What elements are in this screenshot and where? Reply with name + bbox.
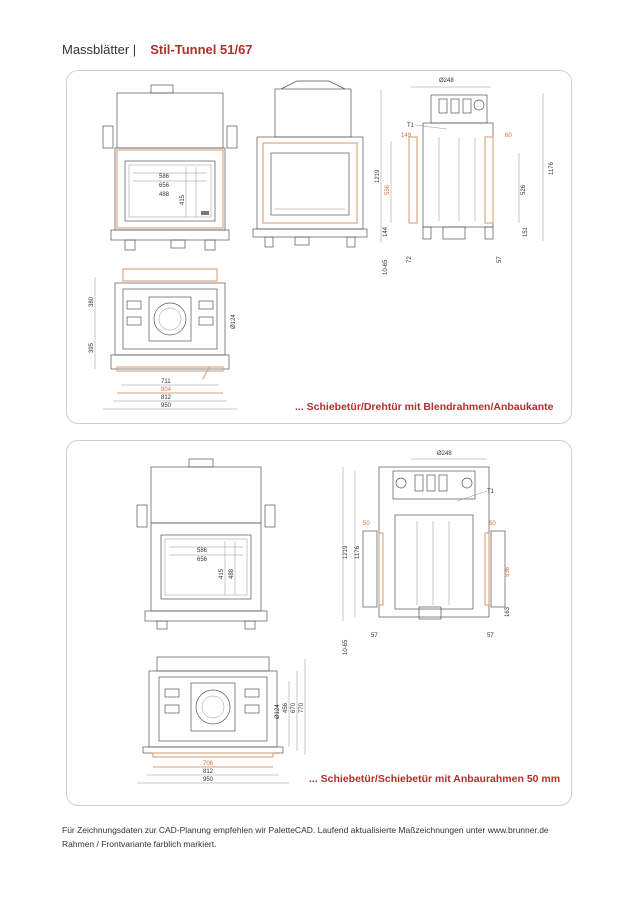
panel2-caption: ... Schiebetür/Schiebetür mit Anbaurahme… xyxy=(309,773,561,785)
dim-456: 456 xyxy=(283,702,289,713)
footer-line-1: Für Zeichnungsdaten zur CAD-Planung empf… xyxy=(62,825,549,835)
dim-10-65-b: 10-65 xyxy=(343,639,349,655)
dim-670: 670 xyxy=(291,702,297,713)
dim-556: 556 xyxy=(385,184,391,195)
dim-536: 536 xyxy=(505,566,511,577)
dim-656-b: 656 xyxy=(197,557,208,563)
dim-770: 770 xyxy=(299,702,305,713)
dim-950: 950 xyxy=(161,403,172,409)
dim-812: 812 xyxy=(161,395,172,401)
dim-526: 526 xyxy=(521,184,527,195)
dim-149: 149 xyxy=(401,133,412,139)
dim-586-b: 586 xyxy=(197,548,208,554)
dim-163: 163 xyxy=(505,606,511,617)
dim-50-left: 50 xyxy=(363,521,370,527)
dim-415: 415 xyxy=(180,194,186,205)
dim-d124-b: Ø124 xyxy=(275,704,281,719)
dim-1219-b: 1219 xyxy=(343,545,349,559)
dim-57-left: 57 xyxy=(371,633,378,639)
side-view-1: Ø248 T1 149 60 1219 556 1176 xyxy=(375,78,555,275)
dim-950-b: 950 xyxy=(203,777,214,783)
dim-1219: 1219 xyxy=(375,169,381,183)
dim-57: 57 xyxy=(497,256,503,263)
dim-57-right: 57 xyxy=(487,633,494,639)
dim-10-65: 10-65 xyxy=(383,259,389,275)
drawing-panel-blendrahmen: 586 656 488 415 Ø248 T1 xyxy=(66,70,572,424)
dim-488: 488 xyxy=(159,192,170,198)
dim-1176: 1176 xyxy=(549,161,555,175)
front-view-2: 586 656 415 488 xyxy=(136,458,276,630)
dim-656: 656 xyxy=(159,183,170,189)
panel1-caption: ... Schiebetür/Drehtür mit Blendrahmen/A… xyxy=(295,401,554,413)
label-t1: T1 xyxy=(407,123,415,129)
dim-60: 60 xyxy=(505,133,512,139)
dim-488-b: 488 xyxy=(229,568,235,579)
page-footer: Für Zeichnungsdaten zur CAD-Planung empf… xyxy=(62,823,582,851)
drawing-panel-anbaurahmen: 586 656 415 488 Ø248 T1 xyxy=(66,440,572,806)
dim-380: 380 xyxy=(89,296,95,307)
top-view-1: Ø124 380 395 711 804 812 950 xyxy=(89,268,237,410)
dim-395: 395 xyxy=(89,342,95,353)
front-view-framed-1 xyxy=(252,80,368,248)
technical-drawing-1: 586 656 488 415 Ø248 T1 xyxy=(89,78,555,410)
dim-d124: Ø124 xyxy=(231,314,237,329)
side-view-2: Ø248 T1 50 50 1219 1176 536 xyxy=(342,451,511,655)
technical-drawing-2: 586 656 415 488 Ø248 T1 xyxy=(136,451,511,784)
dim-804: 804 xyxy=(161,387,172,393)
dim-586: 586 xyxy=(159,174,170,180)
dim-50-right: 50 xyxy=(489,521,496,527)
dim-706: 706 xyxy=(203,761,214,767)
dim-151: 151 xyxy=(523,226,529,237)
dim-812-b: 812 xyxy=(203,769,214,775)
dim-144: 144 xyxy=(383,226,389,237)
dim-1176-b: 1176 xyxy=(355,545,361,559)
front-view-1: 586 656 488 415 xyxy=(102,84,238,251)
dim-711: 711 xyxy=(161,379,171,385)
top-view-2: Ø124 456 670 770 706 812 950 xyxy=(137,656,306,784)
dim-72: 72 xyxy=(407,256,413,263)
dim-d248: Ø248 xyxy=(439,78,454,84)
page-header: Massblätter | Stil-Tunnel 51/67 xyxy=(62,42,253,57)
document-title: Massblätter | xyxy=(62,42,137,57)
label-t1-b: T1 xyxy=(487,489,495,495)
dim-d248-b: Ø248 xyxy=(437,451,452,457)
dim-415-b: 415 xyxy=(219,568,225,579)
product-title: Stil-Tunnel 51/67 xyxy=(150,42,253,57)
footer-line-2: Rahmen / Frontvariante farblich markiert… xyxy=(62,839,217,849)
